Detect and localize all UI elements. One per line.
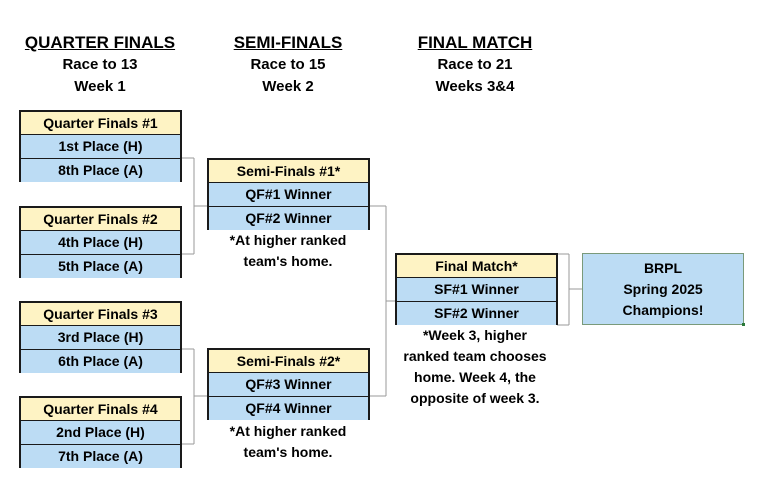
qf1-away-team: 8th Place (A) <box>21 158 180 182</box>
qf-header-week: Week 1 <box>74 78 126 95</box>
sf1-team-b: QF#2 Winner <box>209 206 368 230</box>
sf1-team-a: QF#1 Winner <box>209 182 368 206</box>
sf-header-title: SEMI-FINALS <box>233 33 343 52</box>
champion-box: BRPL Spring 2025 Champions! <box>582 253 745 326</box>
qf2-box: Quarter Finals #2 4th Place (H) 5th Plac… <box>19 206 182 278</box>
sf-header: SEMI-FINALS Race to 15 Week 2 <box>198 32 378 98</box>
qf-header-title: QUARTER FINALS <box>24 33 176 52</box>
cell-resize-handle-icon <box>742 323 745 326</box>
qf1-home-team: 1st Place (H) <box>21 134 180 158</box>
qf-header: QUARTER FINALS Race to 13 Week 1 <box>10 32 190 98</box>
final-team-a: SF#1 Winner <box>397 277 556 301</box>
qf3-away-team: 6th Place (A) <box>21 349 180 373</box>
sf2-team-b: QF#4 Winner <box>209 396 368 420</box>
sf2-title: Semi-Finals #2* <box>209 350 368 372</box>
qf2-home-team: 4th Place (H) <box>21 230 180 254</box>
final-title: Final Match* <box>397 255 556 277</box>
final-box: Final Match* SF#1 Winner SF#2 Winner <box>395 253 558 325</box>
qf1-box: Quarter Finals #1 1st Place (H) 8th Plac… <box>19 110 182 182</box>
final-header-race: Race to 21 <box>437 56 513 73</box>
qf2-away-team: 5th Place (A) <box>21 254 180 278</box>
sf1-box: Semi-Finals #1* QF#1 Winner QF#2 Winner <box>207 158 370 230</box>
qf4-home-team: 2nd Place (H) <box>21 420 180 444</box>
sf2-box: Semi-Finals #2* QF#3 Winner QF#4 Winner <box>207 348 370 420</box>
qf1-title: Quarter Finals #1 <box>21 112 180 134</box>
qf4-box: Quarter Finals #4 2nd Place (H) 7th Plac… <box>19 396 182 468</box>
qf3-box: Quarter Finals #3 3rd Place (H) 6th Plac… <box>19 301 182 373</box>
sf2-note: *At higher ranked team's home. <box>198 421 378 463</box>
sf2-note-line2: team's home. <box>243 444 333 460</box>
final-note: *Week 3, higher ranked team chooses home… <box>385 325 565 409</box>
qf3-title: Quarter Finals #3 <box>21 303 180 325</box>
final-note-line1: *Week 3, higher <box>422 327 527 343</box>
qf4-title: Quarter Finals #4 <box>21 398 180 420</box>
champion-line2: Spring 2025 <box>623 280 703 297</box>
qf2-title: Quarter Finals #2 <box>21 208 180 230</box>
final-team-b: SF#2 Winner <box>397 301 556 325</box>
sf1-title: Semi-Finals #1* <box>209 160 368 182</box>
final-note-line4: opposite of week 3. <box>410 390 540 406</box>
sf-header-week: Week 2 <box>262 78 314 95</box>
final-header: FINAL MATCH Race to 21 Weeks 3&4 <box>385 32 565 98</box>
qf3-home-team: 3rd Place (H) <box>21 325 180 349</box>
final-header-week: Weeks 3&4 <box>435 78 515 95</box>
qf-header-race: Race to 13 <box>62 56 138 73</box>
sf2-note-line1: *At higher ranked <box>229 423 347 439</box>
sf2-team-a: QF#3 Winner <box>209 372 368 396</box>
qf4-away-team: 7th Place (A) <box>21 444 180 468</box>
champion-line1: BRPL <box>643 259 683 276</box>
final-header-title: FINAL MATCH <box>417 33 533 52</box>
sf1-note-line2: team's home. <box>243 253 333 269</box>
sf1-note-line1: *At higher ranked <box>229 232 347 248</box>
sf-header-race: Race to 15 <box>250 56 326 73</box>
sf1-note: *At higher ranked team's home. <box>198 230 378 272</box>
final-note-line2: ranked team chooses <box>403 348 547 364</box>
final-note-line3: home. Week 4, the <box>414 369 536 385</box>
champion-line3: Champions! <box>622 301 704 318</box>
